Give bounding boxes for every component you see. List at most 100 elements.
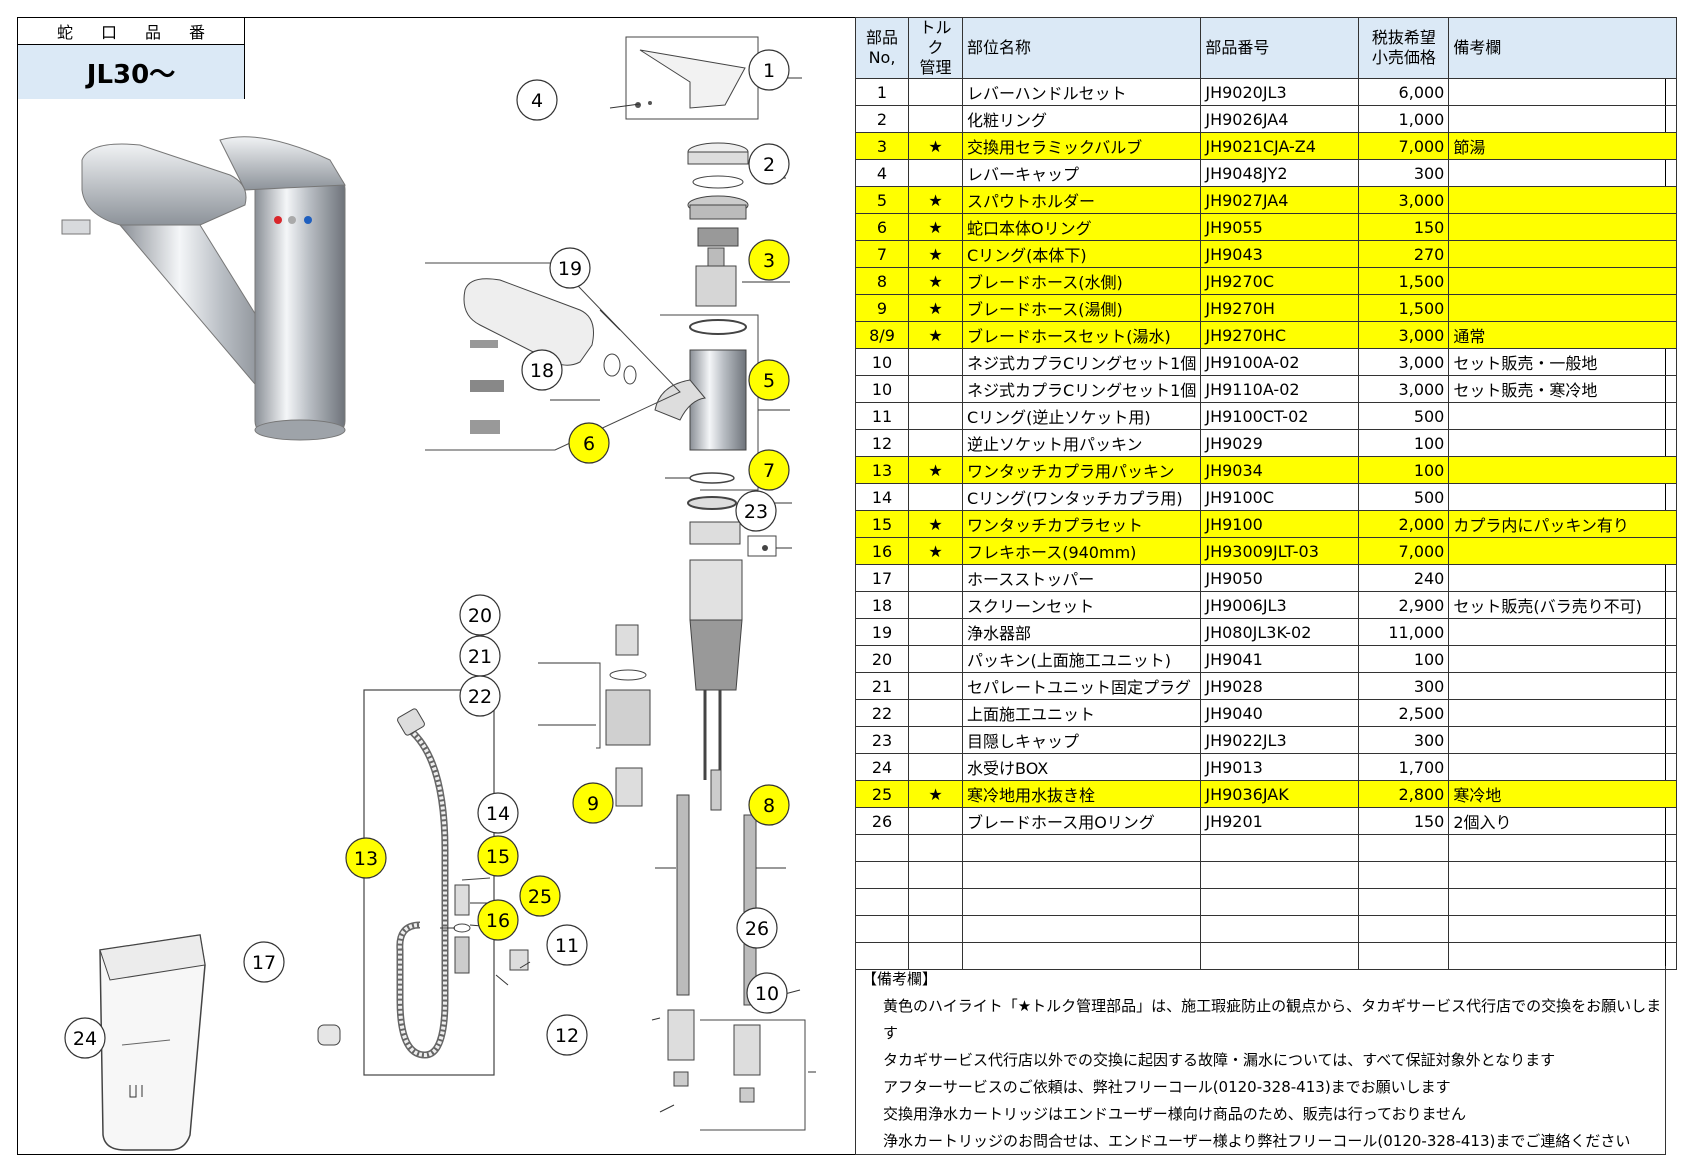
cell-torque: ★ <box>908 294 963 322</box>
empty-cell <box>855 942 909 970</box>
cell-part: JH9036JAK <box>1200 780 1360 808</box>
callout-number: 3 <box>763 250 775 272</box>
cell-price: 6,000 <box>1358 78 1450 106</box>
separate-unit-illustration <box>596 624 651 807</box>
cell-no: 26 <box>855 807 909 835</box>
callout-number: 6 <box>583 433 595 455</box>
cell-price: 11,000 <box>1358 618 1450 646</box>
cell-name: ホースストッパー <box>961 564 1202 592</box>
cell-part: JH9034 <box>1200 456 1360 484</box>
cell-price: 7,000 <box>1358 132 1450 160</box>
cell-price: 240 <box>1358 564 1450 592</box>
cell-no: 4 <box>855 159 909 187</box>
cell-no: 22 <box>855 699 909 727</box>
col-header-price: 税抜希望 小売価格 <box>1358 17 1450 79</box>
flex-hose-illustration <box>363 689 495 1076</box>
ring-stack-illustration <box>687 142 749 247</box>
cell-remark <box>1448 429 1678 457</box>
cell-no: 7 <box>855 240 909 268</box>
empty-cell <box>855 888 909 916</box>
cell-name: スパウトホルダー <box>961 186 1202 214</box>
spray-head-illustration <box>425 262 681 451</box>
callout-circle <box>477 835 519 877</box>
callout-2: 2 <box>748 143 790 185</box>
cell-remark <box>1448 537 1678 565</box>
cell-no: 24 <box>855 753 909 781</box>
cell-remark: カプラ内にパッキン有り <box>1448 510 1678 538</box>
body-lower-illustration <box>689 559 743 811</box>
callout-circle <box>572 782 614 824</box>
cell-torque: ★ <box>908 537 963 565</box>
empty-row <box>855 942 1678 970</box>
empty-cell <box>1358 861 1450 889</box>
cell-torque <box>908 105 963 133</box>
callout-14: 14 <box>477 792 519 834</box>
notes-line: 浄水カートリッジのお問合せは、エンドユーザー様より弊社フリーコール(0120-3… <box>883 1132 1631 1150</box>
empty-cell <box>961 861 1202 889</box>
empty-cell <box>961 888 1202 916</box>
callout-19: 19 <box>549 247 591 289</box>
callout-21: 21 <box>459 635 501 677</box>
callout-12: 12 <box>546 1014 588 1056</box>
callout-number: 19 <box>558 258 582 280</box>
cell-price: 1,500 <box>1358 294 1450 322</box>
cell-remark <box>1448 645 1678 673</box>
cell-part: JH9110A-02 <box>1200 375 1360 403</box>
cell-part: JH9100C <box>1200 483 1360 511</box>
cell-torque <box>908 348 963 376</box>
callout-circle <box>477 899 519 941</box>
notes-line: 交換用浄水カートリッジはエンドユーザー様向け商品のため、販売は行っておりません <box>883 1105 1467 1123</box>
empty-cell <box>1200 888 1360 916</box>
cell-price: 1,500 <box>1358 267 1450 295</box>
empty-cell <box>961 834 1202 862</box>
empty-cell <box>1358 942 1450 970</box>
cell-price: 300 <box>1358 726 1450 754</box>
callout-number: 15 <box>486 846 510 868</box>
cell-price: 3,000 <box>1358 321 1450 349</box>
cell-price: 3,000 <box>1358 186 1450 214</box>
callout-9: 9 <box>572 782 614 824</box>
lever-handle-illustration <box>625 36 759 120</box>
cell-no: 19 <box>855 618 909 646</box>
callout-circle <box>477 792 519 834</box>
callout-circle <box>549 247 591 289</box>
callout-circle <box>746 972 788 1014</box>
cell-price: 1,700 <box>1358 753 1450 781</box>
hose-stopper-illustration <box>317 1024 341 1046</box>
callout-26: 26 <box>736 907 778 949</box>
callout-circle <box>459 594 501 636</box>
cell-name: 上面施工ユニット <box>961 699 1202 727</box>
callout-3: 3 <box>748 239 790 281</box>
col-header-name: 部位名称 <box>961 17 1202 79</box>
empty-row <box>855 915 1678 943</box>
empty-cell <box>1358 834 1450 862</box>
cell-name: セパレートユニット固定プラグ <box>961 672 1202 700</box>
notes-line: タカギサービス代行店以外での交換に起因する故障・漏水については、すべて保証対象外… <box>883 1051 1556 1069</box>
cell-price: 150 <box>1358 807 1450 835</box>
empty-row <box>855 888 1678 916</box>
callout-6: 6 <box>568 422 610 464</box>
callout-24: 24 <box>64 1017 106 1059</box>
cell-torque: ★ <box>908 510 963 538</box>
cell-part: JH9100CT-02 <box>1200 402 1360 430</box>
empty-cell <box>855 834 909 862</box>
cell-remark <box>1448 483 1678 511</box>
cell-name: Cリング(本体下) <box>961 240 1202 268</box>
callout-20: 20 <box>459 594 501 636</box>
cell-part: JH9055 <box>1200 213 1360 241</box>
empty-cell <box>961 942 1202 970</box>
cell-name: 目隠しキャップ <box>961 726 1202 754</box>
callout-circle <box>748 239 790 281</box>
cell-no: 8 <box>855 267 909 295</box>
ceramic-valve-illustration <box>695 247 737 307</box>
empty-cell <box>855 915 909 943</box>
o-ring-illustration <box>689 472 735 484</box>
callout-circle <box>748 49 790 91</box>
cell-name: Cリング(逆止ソケット用) <box>961 402 1202 430</box>
